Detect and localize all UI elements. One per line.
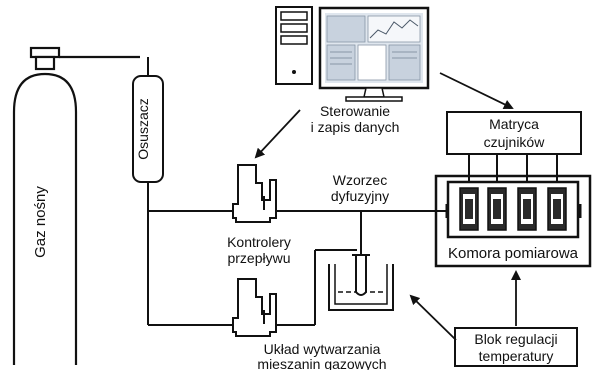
mixer-label-line2: mieszanin gazowych bbox=[257, 356, 386, 370]
diffusion-standard-label-line2: dyfuzyjny bbox=[331, 188, 389, 204]
sensor-matrix-box bbox=[446, 111, 582, 155]
measurement-chamber bbox=[434, 174, 592, 268]
control-label-line1: Sterowanie bbox=[320, 103, 390, 119]
chamber-outer bbox=[434, 174, 592, 268]
flow-controllers-label-line2: przepływu bbox=[227, 250, 290, 266]
mixer-label-line1: Układ wytwarzania bbox=[264, 341, 381, 357]
dryer-unit: Osuszacz bbox=[132, 57, 164, 183]
thermostatic-bath-icon bbox=[328, 254, 394, 311]
sensor-matrix-label-line1: Matryca bbox=[489, 116, 539, 132]
temperature-control-box bbox=[454, 327, 578, 367]
chamber-label: Komora pomiarowa bbox=[448, 245, 579, 262]
control-label-line2: i zapis danych bbox=[311, 119, 400, 135]
arrow-monitor-to-matrix bbox=[439, 72, 514, 109]
temperature-control-label-line1: Blok regulacji bbox=[474, 331, 557, 347]
sensor-wires bbox=[468, 154, 558, 182]
gas-cylinder-icon bbox=[12, 46, 140, 365]
flow-controllers-label-line1: Kontrolery bbox=[227, 234, 291, 250]
dryer-label: Osuszacz bbox=[135, 98, 151, 159]
sensor-matrix-label-line2: czujników bbox=[484, 134, 546, 150]
temperature-control-label-line2: temperatury bbox=[479, 348, 554, 364]
diagram-arrows bbox=[254, 72, 521, 341]
gas-lines bbox=[147, 182, 448, 326]
flow-controller-icon bbox=[232, 278, 277, 337]
diffusion-standard-label-line1: Wzorzec bbox=[333, 172, 387, 188]
carrier-gas-label: Gaz nośny bbox=[32, 186, 49, 258]
arrow-temp-to-bath bbox=[409, 294, 457, 341]
flow-controller-icon bbox=[232, 164, 277, 223]
arrow-pc-to-controller bbox=[254, 109, 301, 159]
computer-icon bbox=[275, 6, 430, 102]
